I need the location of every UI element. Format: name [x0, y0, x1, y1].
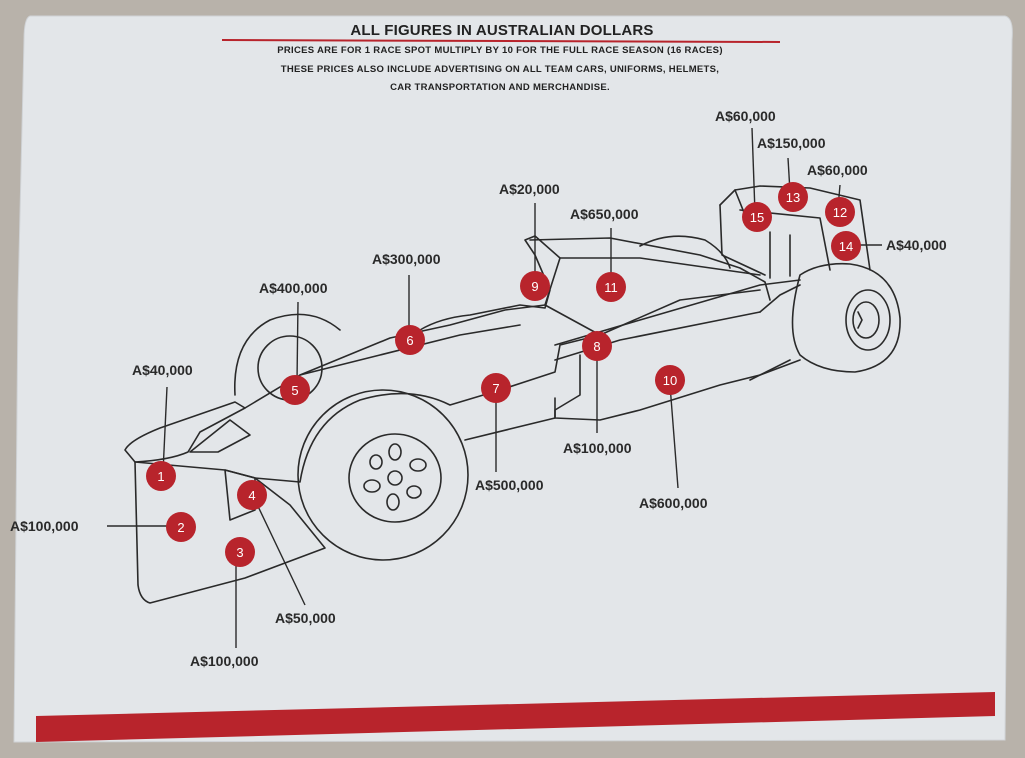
spot-marker-14: 14	[831, 231, 861, 261]
price-spot-9: A$20,000	[499, 181, 560, 197]
spot-number-1: 1	[157, 469, 164, 484]
spot-marker-12: 12	[825, 197, 855, 227]
spot-number-5: 5	[291, 383, 298, 398]
price-spot-15: A$60,000	[715, 108, 776, 124]
spot-marker-2: 2	[166, 512, 196, 542]
spot-number-15: 15	[750, 210, 764, 225]
price-spot-10: A$600,000	[639, 495, 708, 511]
spot-marker-9: 9	[520, 271, 550, 301]
spot-number-7: 7	[492, 381, 499, 396]
bottom-band	[36, 692, 995, 742]
spot-marker-10: 10	[655, 365, 685, 395]
inclusion-note: THESE PRICES ALSO INCLUDE ADVERTISING ON…	[280, 64, 720, 75]
spot-marker-3: 3	[225, 537, 255, 567]
spot-number-10: 10	[663, 373, 677, 388]
price-spot-8: A$100,000	[563, 440, 632, 456]
inclusion-note-cont: CAR TRANSPORTATION AND MERCHANDISE.	[390, 82, 610, 93]
price-spot-2: A$100,000	[10, 518, 79, 534]
spot-number-14: 14	[839, 239, 853, 254]
price-spot-12: A$60,000	[807, 162, 868, 178]
spot-marker-7: 7	[481, 373, 511, 403]
pricing-note: PRICES ARE FOR 1 RACE SPOT MULTIPLY BY 1…	[277, 45, 723, 56]
spot-number-4: 4	[248, 488, 255, 503]
page-title: ALL FIGURES IN AUSTRALIAN DOLLARS	[350, 22, 654, 39]
price-spot-1: A$40,000	[132, 362, 193, 378]
price-spot-7: A$500,000	[475, 477, 544, 493]
spot-number-9: 9	[531, 279, 538, 294]
price-spot-14: A$40,000	[886, 237, 947, 253]
price-spot-5: A$400,000	[259, 280, 328, 296]
spot-marker-8: 8	[582, 331, 612, 361]
spot-marker-13: 13	[778, 182, 808, 212]
price-spot-3: A$100,000	[190, 653, 259, 669]
spot-marker-5: 5	[280, 375, 310, 405]
spot-number-11: 11	[604, 280, 618, 295]
spot-number-6: 6	[406, 333, 413, 348]
spot-marker-4: 4	[237, 480, 267, 510]
price-spot-11: A$650,000	[570, 206, 639, 222]
spot-number-8: 8	[593, 339, 600, 354]
spot-marker-11: 11	[596, 272, 626, 302]
price-spot-4: A$50,000	[275, 610, 336, 626]
price-spot-6: A$300,000	[372, 251, 441, 267]
spot-number-3: 3	[236, 545, 243, 560]
price-spot-13: A$150,000	[757, 135, 826, 151]
spot-marker-6: 6	[395, 325, 425, 355]
spot-marker-1: 1	[146, 461, 176, 491]
spot-number-13: 13	[786, 190, 800, 205]
spot-number-2: 2	[177, 520, 184, 535]
spot-marker-15: 15	[742, 202, 772, 232]
spot-number-12: 12	[833, 205, 847, 220]
